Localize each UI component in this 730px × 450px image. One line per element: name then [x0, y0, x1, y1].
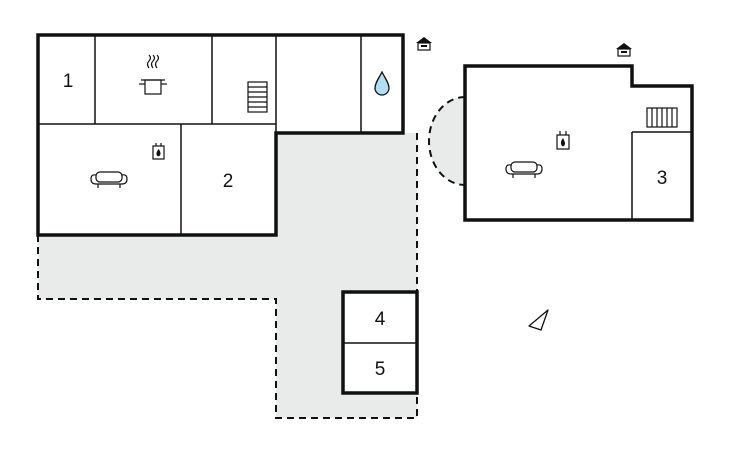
sofa-icon	[90, 171, 128, 188]
fireplace-icon	[556, 131, 570, 150]
storage-building	[341, 290, 419, 395]
main-building	[36, 33, 405, 237]
annex-outline	[463, 64, 694, 222]
room-number-5: 5	[375, 359, 386, 380]
terrace-outline	[37, 133, 418, 419]
room-number-4: 4	[375, 309, 386, 330]
terrace-semicircle-outline	[428, 96, 466, 186]
kitchen-pot-icon	[139, 54, 167, 95]
room-number-2: 2	[223, 171, 234, 192]
fireplace-icon	[152, 143, 165, 160]
terrace	[37, 96, 466, 419]
stairs-icon	[646, 107, 678, 128]
room-number-3: 3	[657, 168, 668, 189]
annex-building	[463, 64, 694, 222]
entrance-house-icon	[616, 43, 632, 57]
bathroom-drop-icon	[374, 70, 390, 96]
compass-north-icon	[528, 309, 549, 331]
terrace-area	[38, 133, 417, 418]
entrance-house-icon	[416, 37, 432, 51]
terrace-semicircle	[429, 97, 465, 185]
stairs-icon	[247, 81, 268, 113]
room-number-1: 1	[63, 71, 74, 92]
sofa-icon	[505, 161, 543, 178]
